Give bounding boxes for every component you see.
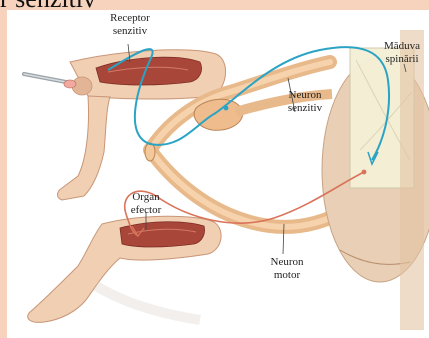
label-sensory-neuron: Neuron senzitiv bbox=[276, 89, 334, 115]
label-receptor-line2: senzitiv bbox=[97, 25, 163, 38]
label-spinal-cord: Măduva spinării bbox=[377, 40, 427, 66]
label-receptor: Receptor senzitiv bbox=[97, 12, 163, 38]
label-motor-neuron-line1: Neuron bbox=[262, 256, 312, 269]
label-spinal-cord-line2: spinării bbox=[377, 53, 427, 66]
label-sensory-neuron-line2: senzitiv bbox=[276, 102, 334, 115]
label-motor-neuron: Neuron motor bbox=[262, 256, 312, 282]
label-effector-line1: Organ bbox=[118, 191, 174, 204]
label-effector: Organ efector bbox=[118, 191, 174, 217]
lower-leg bbox=[28, 216, 221, 322]
spinal-cord bbox=[322, 30, 429, 330]
label-receptor-line1: Receptor bbox=[97, 12, 163, 25]
label-spinal-cord-line1: Măduva bbox=[377, 40, 427, 53]
reflex-hammer-icon bbox=[24, 74, 76, 88]
label-effector-line2: efector bbox=[118, 204, 174, 217]
label-motor-neuron-line2: motor bbox=[262, 269, 312, 282]
label-sensory-neuron-line1: Neuron bbox=[276, 89, 334, 102]
